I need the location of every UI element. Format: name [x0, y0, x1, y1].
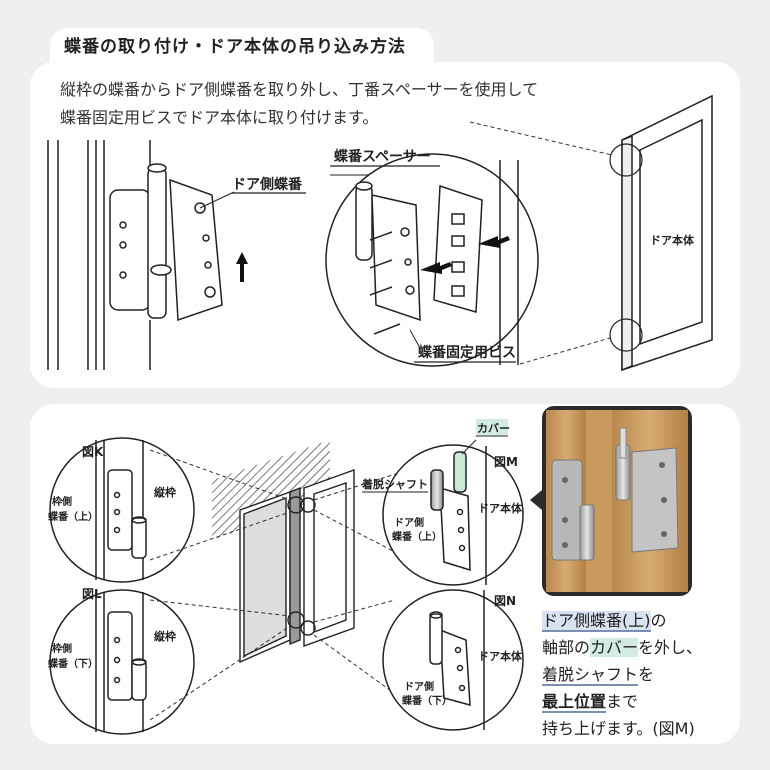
shaft-label: 着脱シャフト [361, 477, 428, 491]
intro-line-1: 縦枠の蝶番からドア側蝶番を取り外し、丁番スペーサーを使用して [60, 80, 539, 99]
door-hinge-lower-label-2: 蝶番（下） [402, 694, 452, 707]
spacer-detail-circle [325, 153, 539, 367]
cover-label: カバー [477, 422, 510, 435]
door-hinge-label: ドア側蝶番 [232, 176, 303, 193]
instruction-text-2a: 軸部の [542, 638, 591, 657]
fig-k-label: 図K [82, 445, 104, 459]
hinge-photo [530, 406, 692, 596]
door-body-n-label: ドア本体 [478, 649, 523, 663]
frame-hinge-upper-label-1: 枠側 [52, 495, 72, 508]
screw-label: 蝶番固定用ビス [418, 344, 516, 361]
fig-l-circle [49, 589, 195, 735]
jamb-l-label: 縦枠 [154, 629, 176, 643]
top-position-emph: 最上位置 [542, 692, 607, 713]
instruction-text-5: 持ち上げます。(図M) [542, 719, 695, 738]
fig-n-circle [382, 589, 524, 731]
door-body-m-label: ドア本体 [478, 501, 523, 515]
door-hinge-upper-label-1: ドア側 [394, 516, 424, 529]
page-title: 蝶番の取り付け・ドア本体の吊り込み方法 [50, 28, 434, 64]
top-left-hinge-illustration [47, 140, 223, 370]
shaft-emph: 着脱シャフト [542, 665, 639, 686]
insert-arrows [420, 236, 510, 274]
fig-m-label: 図M [494, 455, 518, 469]
door-body-label: ドア本体 [650, 233, 695, 247]
jamb-k-label: 縦枠 [154, 485, 176, 499]
cover-highlight [476, 419, 508, 435]
fig-n-label: 図N [494, 594, 516, 608]
frame-hinge-lower-label-1: 枠側 [52, 642, 72, 655]
frame-hinge-lower-label-2: 蝶番（下） [48, 657, 98, 670]
instruction-text-4b: まで [606, 692, 639, 711]
door-hinge-lower-label-1: ドア側 [404, 680, 434, 693]
wall-door-illustration [212, 440, 355, 664]
door-hinge-upper-emph: ドア側蝶番(上) [542, 611, 651, 632]
top-guide-lines [469, 121, 613, 365]
door-body-illustration [609, 94, 713, 372]
intro-line-2: 蝶番固定用ビスでドア本体に取り付けます。 [60, 108, 379, 127]
instruction-text: ドア側蝶番(上)の 軸部のカバーを外し、 着脱シャフトを 最上位置まで 持ち上げ… [542, 607, 702, 742]
frame-hinge-upper-label-2: 蝶番（上） [48, 510, 98, 523]
instruction-text-3b: を [638, 665, 655, 684]
fig-m-circle [382, 444, 524, 586]
spacer-label: 蝶番スペーサー [334, 148, 431, 165]
fig-l-label: 図L [82, 587, 102, 601]
fig-k-circle [49, 437, 195, 583]
cover-emph: カバー [590, 638, 639, 657]
arrow-up-icon [236, 252, 248, 282]
leader-line [199, 191, 235, 209]
door-hinge-upper-label-2: 蝶番（上） [392, 530, 442, 543]
instruction-text-2c: を外し、 [638, 638, 703, 657]
instruction-text-1b: の [650, 611, 667, 630]
